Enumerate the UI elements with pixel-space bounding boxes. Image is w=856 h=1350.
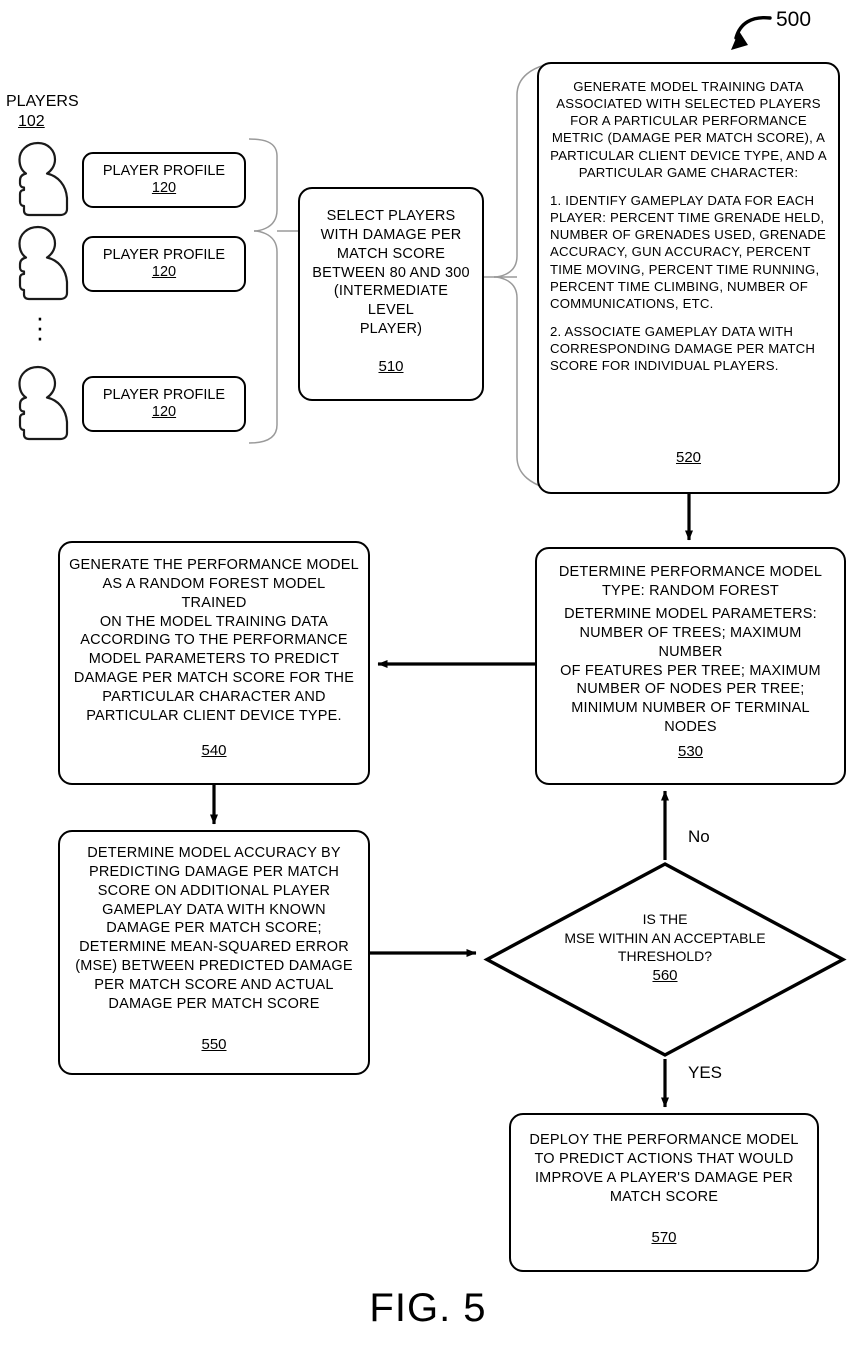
step-570-text: DEPLOY THE PERFORMANCE MODEL TO PREDICT …: [529, 1132, 799, 1205]
reference-500-leader: [731, 15, 772, 50]
player-profile-ref: 120: [151, 263, 177, 280]
players-label: PLAYERS: [6, 93, 79, 110]
person-icon: [18, 225, 69, 301]
step-520-item-2: 2. ASSOCIATE GAMEPLAY DATA WITH CORRESPO…: [550, 324, 816, 374]
player-profile-title: PLAYER PROFILE: [102, 246, 226, 263]
player-profile-ref: 120: [151, 403, 177, 420]
step-520-item-1: 1. IDENTIFY GAMEPLAY DATA FOR EACH PLAYE…: [550, 192, 827, 311]
step-550-determine-model-accuracy[interactable]: DETERMINE MODEL ACCURACY BY PREDICTING D…: [58, 830, 370, 1075]
step-520-ref: 520: [675, 449, 702, 466]
step-530-text-part-1: DETERMINE PERFORMANCE MODEL TYPE: RANDOM…: [558, 564, 823, 599]
person-icon: [18, 365, 69, 441]
player-profile-title: PLAYER PROFILE: [102, 162, 226, 179]
step-540-text: GENERATE THE PERFORMANCE MODEL AS A RAND…: [69, 557, 359, 724]
players-ellipsis: ···: [35, 302, 45, 352]
player-profile-box[interactable]: PLAYER PROFILE 120: [82, 236, 246, 292]
player-profile-ref: 120: [151, 179, 177, 196]
figure-caption: FIG. 5: [369, 1286, 487, 1330]
player-profile-box[interactable]: PLAYER PROFILE 120: [82, 376, 246, 432]
step-520-generate-training-data[interactable]: GENERATE MODEL TRAINING DATA ASSOCIATED …: [537, 62, 840, 494]
player-profile-box[interactable]: PLAYER PROFILE 120: [82, 152, 246, 208]
step-510-ref: 510: [378, 358, 404, 375]
person-icon: [18, 141, 69, 217]
step-550-text: DETERMINE MODEL ACCURACY BY PREDICTING D…: [75, 845, 353, 1012]
player-profile-title: PLAYER PROFILE: [102, 386, 226, 403]
players-grouping-bracket: [248, 138, 298, 444]
step-530-text-part-2: DETERMINE MODEL PARAMETERS: NUMBER OF TR…: [560, 606, 821, 736]
step-570-ref: 570: [651, 1229, 677, 1246]
step-530-determine-model-type[interactable]: DETERMINE PERFORMANCE MODEL TYPE: RANDOM…: [535, 547, 846, 785]
step-540-generate-performance-model[interactable]: GENERATE THE PERFORMANCE MODEL AS A RAND…: [58, 541, 370, 785]
edge-label-no: No: [688, 827, 710, 846]
players-reference-numeral: 102: [18, 113, 45, 130]
step-570-deploy-model[interactable]: DEPLOY THE PERFORMANCE MODEL TO PREDICT …: [509, 1113, 819, 1272]
person-icon-group: [18, 141, 69, 441]
step-510-select-players[interactable]: SELECT PLAYERS WITH DAMAGE PER MATCH SCO…: [298, 187, 484, 401]
decision-560-shape[interactable]: [483, 860, 847, 1059]
step-530-ref: 530: [677, 743, 704, 760]
step510-to-step520-bracket: [484, 64, 546, 489]
step-510-text: SELECT PLAYERS WITH DAMAGE PER MATCH SCO…: [312, 208, 470, 338]
edge-label-yes: YES: [688, 1063, 723, 1082]
step-540-ref: 540: [201, 742, 227, 759]
reference-numeral-500: 500: [776, 8, 812, 31]
step-550-ref: 550: [201, 1036, 227, 1053]
step-520-heading: GENERATE MODEL TRAINING DATA ASSOCIATED …: [550, 79, 827, 180]
